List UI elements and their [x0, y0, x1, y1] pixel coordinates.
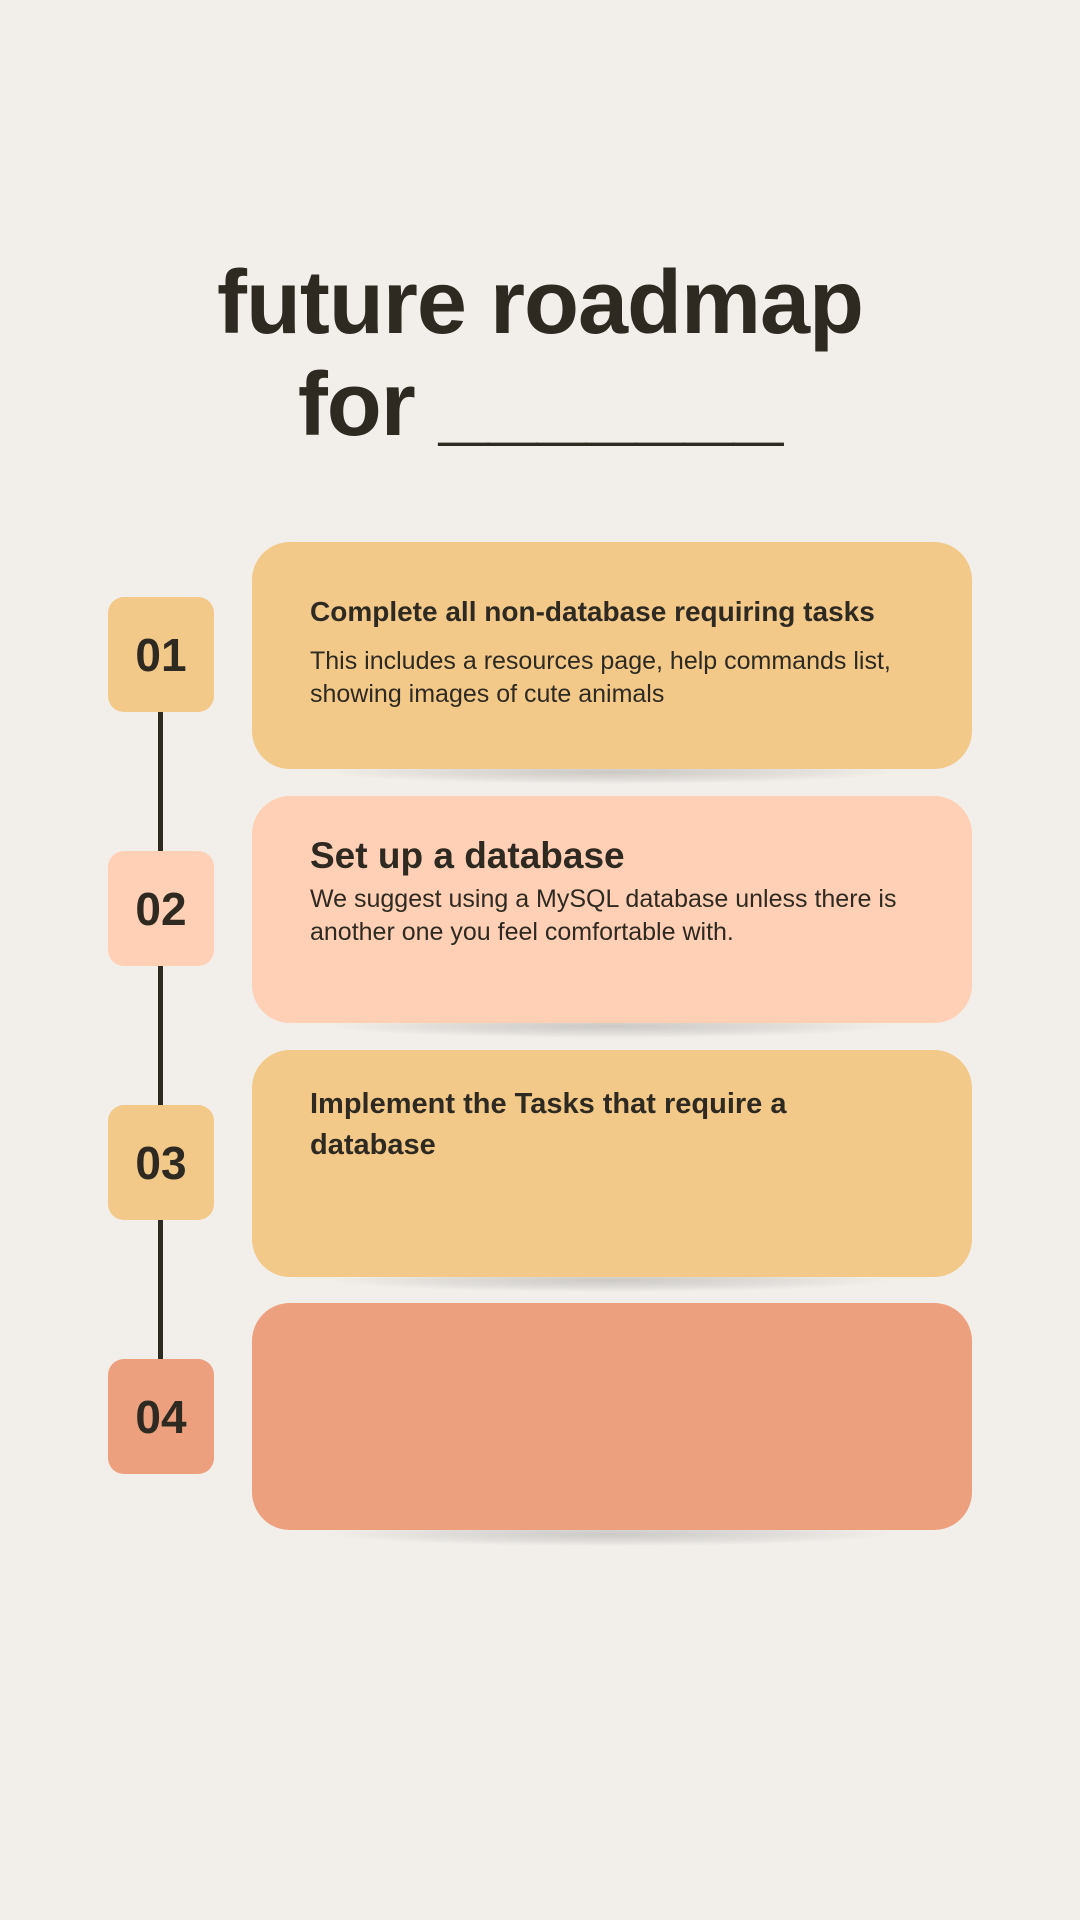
step-number-badge-1: 01 [108, 597, 214, 712]
step-title-2: Set up a database [310, 835, 625, 876]
step-description-1: This includes a resources page, help com… [310, 647, 891, 708]
step-title-1: Complete all non-database requiring task… [310, 596, 875, 627]
step-card-4 [252, 1303, 972, 1530]
timeline-connector [158, 700, 163, 1420]
step-title-3: Implement the Tasks that require a datab… [310, 1088, 787, 1161]
step-number-badge-4: 04 [108, 1359, 214, 1474]
page-title-line-2: for _______ [297, 355, 783, 455]
step-number-badge-3: 03 [108, 1105, 214, 1220]
page-title-line-1: future roadmap [216, 253, 864, 353]
step-card-2: Set up a database We suggest using a MyS… [252, 796, 972, 1023]
step-card-1: Complete all non-database requiring task… [252, 542, 972, 769]
step-number-badge-2: 02 [108, 851, 214, 966]
step-description-2: We suggest using a MySQL database unless… [310, 885, 897, 946]
step-card-3: Implement the Tasks that require a datab… [252, 1050, 972, 1277]
